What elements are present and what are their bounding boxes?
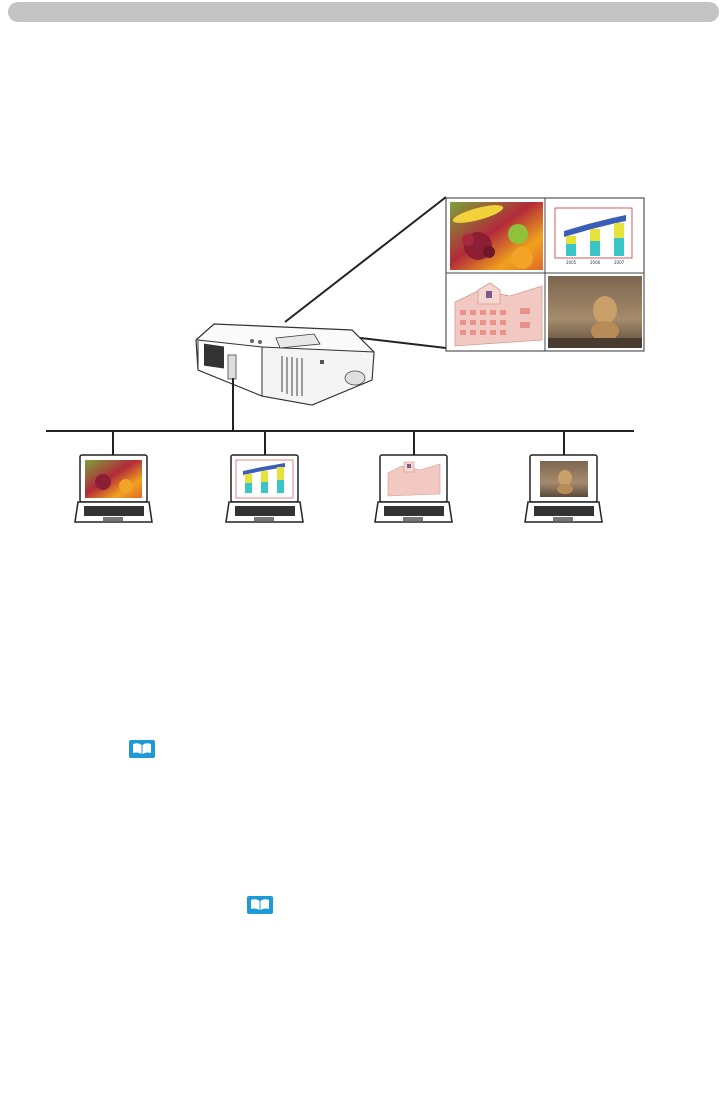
chart-year-label: 2005 <box>566 260 577 265</box>
panel-fruits-photo <box>450 201 543 270</box>
projector-icon <box>196 324 374 405</box>
panel-lion-photo <box>548 276 642 348</box>
book-icon[interactable] <box>129 740 155 758</box>
laptop-screen-fruits <box>85 460 142 498</box>
panel-bar-chart: 2005 2006 2007 <box>555 208 632 265</box>
projection-beam-upper <box>285 197 446 322</box>
multi-screen-display: 2005 2006 2007 <box>446 198 644 351</box>
laptop-icon <box>375 455 452 522</box>
laptop-icon <box>75 455 152 522</box>
laptop-icon <box>525 455 602 522</box>
chart-year-label: 2006 <box>590 260 601 265</box>
laptop-icon <box>226 455 303 522</box>
book-icon[interactable] <box>247 896 273 914</box>
chart-year-label: 2007 <box>614 260 625 265</box>
